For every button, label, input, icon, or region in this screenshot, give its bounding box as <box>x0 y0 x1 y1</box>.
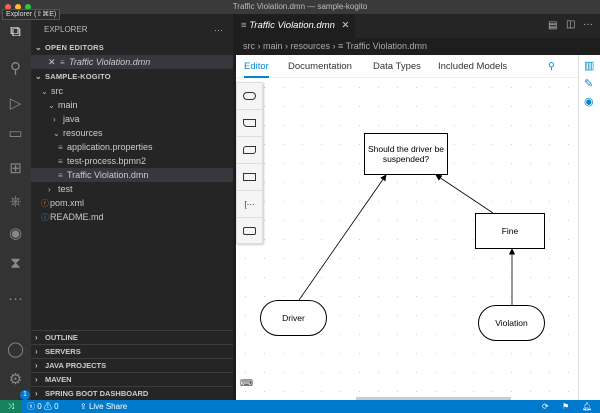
run-debug-icon[interactable]: ▷ <box>9 95 22 112</box>
outline-section[interactable]: ›OUTLINE <box>31 330 233 344</box>
preview-eye-icon[interactable]: ◉ <box>584 96 594 108</box>
connector-driver-decision <box>298 174 387 301</box>
bkm-tool[interactable] <box>237 137 262 164</box>
file-label: Traffic Violation.dmn <box>69 57 151 67</box>
test-icon[interactable]: ⧗ <box>10 255 21 272</box>
remote-indicator-icon[interactable]: ⤨ <box>0 400 22 413</box>
more-actions-button[interactable]: ··· <box>214 25 223 35</box>
minimize-window-button[interactable] <box>15 4 21 10</box>
open-editors-header[interactable]: ⌄OPEN EDITORS <box>35 43 104 52</box>
section-label: SAMPLE-KOGITO <box>45 72 111 81</box>
decision-tool[interactable] <box>237 164 262 191</box>
split-editor-icon[interactable]: ◫ <box>566 19 576 30</box>
open-preview-icon[interactable]: ▤ <box>548 20 558 31</box>
kubernetes-icon[interactable]: ⎈ <box>9 193 22 210</box>
palette: [⋯ <box>236 82 263 244</box>
servers-section[interactable]: ›SERVERS <box>31 344 233 358</box>
search-icon[interactable]: ⚲ <box>10 60 21 77</box>
live-share-button[interactable]: ⇪ Live Share <box>80 402 128 411</box>
crumb-resources[interactable]: resources <box>290 41 331 51</box>
status-bar: ⤨ ⓧ 0 ⚠ 0 ⇪ Live Share ⟳ ⚑ 🔔︎ <box>0 400 600 413</box>
sync-icon[interactable]: ⟳ <box>542 402 549 411</box>
tree-item-traffic-violation[interactable]: ≡Traffic Violation.dmn <box>31 168 233 182</box>
open-editor-item[interactable]: ✕ ≡ Traffic Violation.dmn <box>31 55 233 69</box>
map-icon[interactable]: ▥ <box>584 60 595 72</box>
connector-fine-decision <box>435 174 494 214</box>
file-icon: ≡ <box>60 58 65 67</box>
settings-gear-icon[interactable]: ⚙ <box>8 371 23 388</box>
window-title: Traffic Violation.dmn — sample-kogito <box>0 0 600 14</box>
crumb-main[interactable]: main <box>263 41 283 51</box>
editor-tab[interactable]: ≡ Traffic Violation.dmn ✕ <box>233 14 355 38</box>
tree-item-main[interactable]: ⌄main <box>48 100 78 110</box>
crumb-file[interactable]: Traffic Violation.dmn <box>345 41 427 51</box>
tab-data-types[interactable]: Data Types <box>373 61 421 72</box>
section-label: OPEN EDITORS <box>45 43 104 52</box>
violation-input-node[interactable]: Violation <box>478 305 545 341</box>
maximize-window-button[interactable] <box>25 4 31 10</box>
edit-properties-icon[interactable]: ✎ <box>584 78 594 90</box>
tree-item-pom[interactable]: ⓡpom.xml <box>31 196 233 210</box>
driver-input-node[interactable]: Driver <box>260 300 327 336</box>
maven-section[interactable]: ›MAVEN <box>31 372 233 386</box>
dmn-tabs: Editor Documentation Data Types Included… <box>236 55 578 78</box>
knowledge-source-tool[interactable] <box>237 110 262 137</box>
explorer-icon[interactable]: ⧉ <box>10 23 21 40</box>
more-icon[interactable]: ··· <box>8 290 23 307</box>
close-tab-icon[interactable]: ✕ <box>341 20 350 31</box>
tab-included-models[interactable]: Included Models <box>438 61 508 72</box>
java-projects-section[interactable]: ›JAVA PROJECTS <box>31 358 233 372</box>
project-header[interactable]: ⌄SAMPLE-KOGITO <box>35 72 111 81</box>
input-data-tool[interactable] <box>237 83 262 110</box>
tree-item-test-process[interactable]: ≡test-process.bpmn2 <box>58 156 147 166</box>
tree-item-resources[interactable]: ⌄resources <box>53 128 103 138</box>
sidebar: EXPLORER ··· ⌄OPEN EDITORS ✕≡Traffic Vio… <box>31 14 233 400</box>
right-panel: ▥ ✎ ◉ <box>578 55 600 400</box>
decision-node[interactable]: Should the driver be suspended? <box>364 133 448 175</box>
problems-indicator[interactable]: ⓧ 0 ⚠ 0 <box>27 402 59 411</box>
breadcrumb: src › main › resources › ≡ Traffic Viola… <box>243 41 427 51</box>
fine-node[interactable]: Fine <box>475 213 545 249</box>
settings-badge: 1 <box>20 390 30 400</box>
tree-item-test[interactable]: ›test <box>48 184 73 194</box>
keyboard-shortcuts-icon[interactable]: ⌨ <box>240 378 253 388</box>
account-icon[interactable]: ◯ <box>7 341 24 358</box>
notifications-bell-icon[interactable]: 🔔︎ <box>582 402 593 411</box>
tree-item-java[interactable]: ›java <box>53 114 80 124</box>
tree-item-application-properties[interactable]: ≡application.properties <box>58 142 153 152</box>
tree-item-readme[interactable]: ⓘREADME.md <box>31 210 233 224</box>
info-icon: ⓘ <box>41 213 49 222</box>
diagram-canvas[interactable]: Should the driver be suspended? Fine Dri… <box>236 78 578 400</box>
close-icon[interactable]: ✕ <box>48 57 56 67</box>
tab-editor[interactable]: Editor <box>244 55 269 78</box>
activity-bar: ⧉ ⚲ ▷ ▭ ⊞ ⎈ ◉ ⧗ ··· ◯ ⚙ 1 <box>0 14 31 400</box>
horizontal-scrollbar[interactable] <box>356 397 511 400</box>
decision-service-tool[interactable] <box>237 218 262 245</box>
explorer-title: EXPLORER <box>44 25 88 34</box>
crumb-src[interactable]: src <box>243 41 255 51</box>
tree-item-src[interactable]: ⌄src <box>41 86 63 96</box>
tab-label: Traffic Violation.dmn <box>249 20 335 31</box>
search-icon[interactable]: ⚲ <box>548 61 555 72</box>
tooltip: Explorer (⇧⌘E) <box>2 9 61 20</box>
connectors <box>298 174 516 305</box>
remote-explorer-icon[interactable]: ▭ <box>8 125 23 142</box>
tab-documentation[interactable]: Documentation <box>288 61 352 72</box>
extensions-icon[interactable]: ⊞ <box>9 160 22 177</box>
feedback-icon[interactable]: ⚑ <box>562 402 570 411</box>
close-window-button[interactable] <box>5 4 11 10</box>
spring-boot-dashboard-section[interactable]: ›SPRING BOOT DASHBOARD <box>31 386 233 400</box>
text-annotation-tool[interactable]: [⋯ <box>237 191 262 218</box>
rss-icon: ⓡ <box>41 199 49 208</box>
more-actions-icon[interactable]: ··· <box>583 19 593 30</box>
gitlens-icon[interactable]: ◉ <box>8 225 23 242</box>
